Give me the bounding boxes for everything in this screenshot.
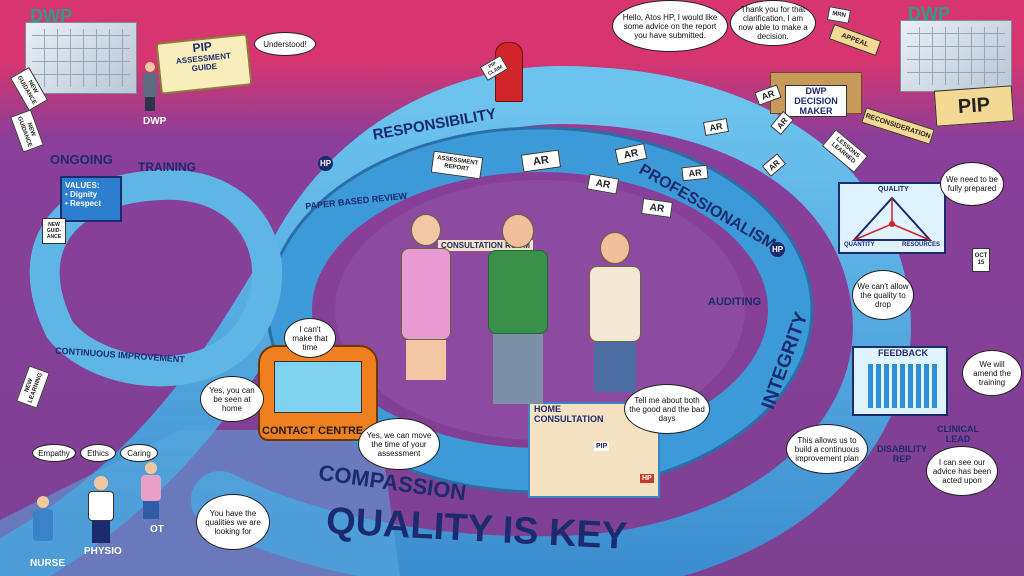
hp-badge-1: HP <box>318 156 334 171</box>
bubble-fully-prepared: We need to be fully prepared <box>940 162 1004 206</box>
feedback-board: FEEDBACK <box>852 346 948 416</box>
value-bubble-ethics: Ethics <box>80 444 116 462</box>
nurse-figure-center <box>398 214 454 384</box>
area-home-consultation: HOME CONSULTATION <box>534 404 604 424</box>
bubble-seen-at-home: Yes, you can be seen at home <box>200 376 264 422</box>
bubble-hello-atos: Hello, Atos HP, I would like some advice… <box>612 0 728 52</box>
values-item-2: • Respect <box>65 199 102 208</box>
nurse-figure <box>32 496 54 556</box>
dwp-officer-figure <box>142 62 158 112</box>
area-ongoing: ONGOING <box>50 152 113 167</box>
hp-badge-2: HP <box>770 242 786 257</box>
bubble-advice-acted: I can see our advice has been acted upon <box>926 446 998 496</box>
bubble-cant-make-time: I can't make that time <box>284 318 336 358</box>
training-values-board: VALUES: • Dignity • Respect <box>60 176 122 222</box>
dwp-building-left <box>25 22 137 94</box>
decision-maker-label: DWP DECISION MAKER <box>785 85 847 117</box>
feedback-title: FEEDBACK <box>878 348 929 358</box>
role-nurse: NURSE <box>30 558 66 569</box>
role-ot: OT <box>150 524 164 535</box>
ar-tag: AR <box>681 164 709 182</box>
claimant-figure-center <box>486 214 550 404</box>
dwp-decision-maker-desk: DWP DECISION MAKER <box>770 72 862 117</box>
bubble-amend-training: We will amend the training <box>962 350 1022 396</box>
role-clinical-lead: CLINICAL LEAD <box>937 424 979 444</box>
bubble-qualities: You have the qualities we are looking fo… <box>196 494 270 550</box>
area-training: TRAINING <box>138 160 196 174</box>
role-physio: PHYSIO <box>84 546 122 557</box>
area-contact-centre: CONTACT CENTRE <box>262 425 364 437</box>
dwp-person-label: DWP <box>143 116 167 127</box>
companion-figure-center <box>588 232 642 392</box>
value-bubble-caring: Caring <box>120 444 158 462</box>
value-bubble-empathy: Empathy <box>32 444 76 462</box>
pip-box: PIP <box>933 85 1015 127</box>
triangle-left-label: QUANTITY <box>844 242 875 248</box>
role-disability-rep: DISABILITY REP <box>876 444 927 464</box>
contact-centre-phone <box>258 345 378 441</box>
area-consultation-room: CONSULTATION ROOM <box>438 240 533 251</box>
values-item-1: • Dignity <box>65 190 98 199</box>
area-auditing: AUDITING <box>708 296 762 308</box>
bubble-thank-you: Thank you for that clarification, I am n… <box>730 0 816 46</box>
bubble-good-bad-days: Tell me about both the good and the bad … <box>624 384 710 434</box>
ot-figure <box>140 462 162 522</box>
bubble-understood: Understood! <box>254 32 316 56</box>
pip-box-label: PIP <box>957 93 991 118</box>
values-title: VALUES: <box>65 181 100 190</box>
bubble-cant-allow: We can't allow the quality to drop <box>852 270 914 320</box>
triangle-right-label: RESOURCES <box>902 242 941 248</box>
hp-case-label: HP <box>640 474 654 483</box>
pip-assessment-guide-book: PIP ASSESSMENT GUIDE <box>155 33 253 95</box>
dwp-building-right <box>900 20 1012 92</box>
dwp-label-right: DWP <box>908 4 950 24</box>
pip-case-label: PIP <box>594 442 610 451</box>
oct-card: OCT 15 <box>972 248 990 272</box>
dwp-label-left: DWP <box>30 6 72 26</box>
physio-figure <box>88 476 114 546</box>
quality-triangle-board: QUALITY QUANTITY RESOURCES <box>838 182 946 254</box>
triangle-top-label: QUALITY <box>878 186 909 193</box>
feedback-bars <box>868 364 940 408</box>
quality-triangle <box>851 196 933 241</box>
bubble-continuous-plan: This allows us to build a continuous imp… <box>786 424 868 474</box>
new-guidance-board-card: NEW GUID- ANCE <box>42 218 66 244</box>
bubble-move-time: Yes, we can move the time of your assess… <box>358 418 440 470</box>
post-box <box>495 42 523 102</box>
